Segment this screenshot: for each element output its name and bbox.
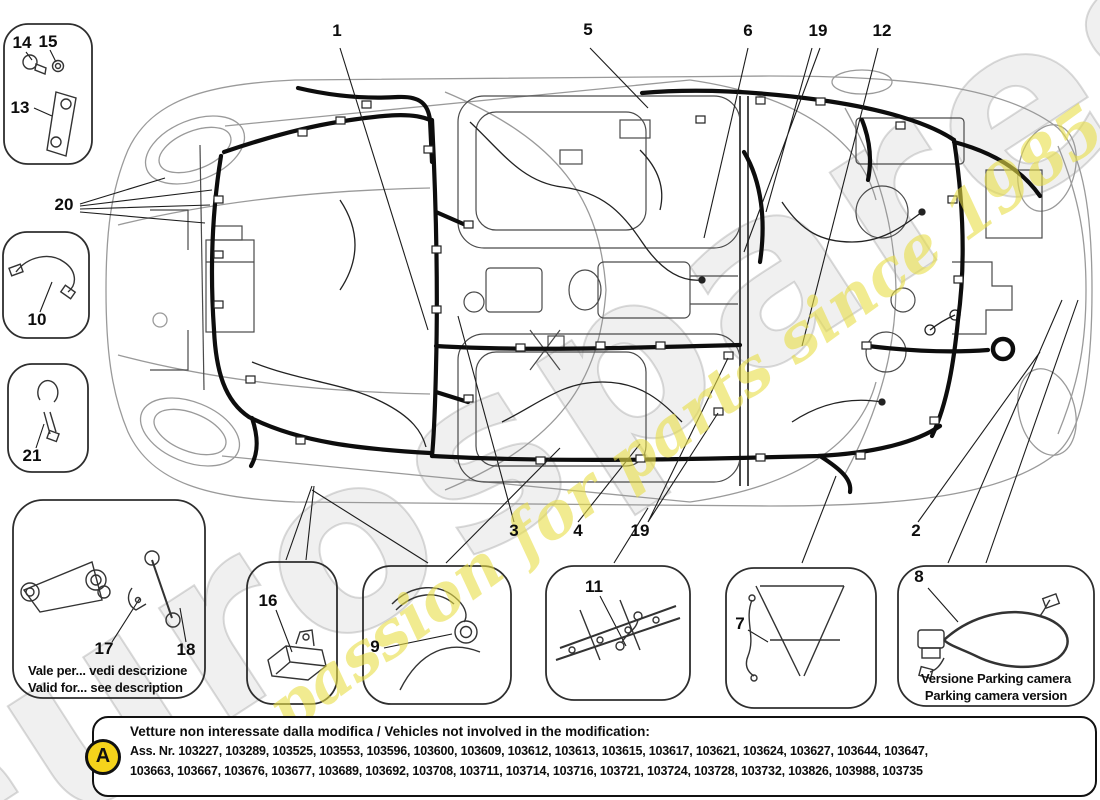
harness-connectors <box>213 96 964 465</box>
inset-frame-8 <box>897 565 1095 707</box>
modification-note-line2: 103663, 103667, 103676, 103677, 103689, … <box>130 764 923 778</box>
inset-frame-11 <box>545 565 691 701</box>
callout-3: 3 <box>509 521 519 540</box>
callout-4: 4 <box>573 521 583 540</box>
callout-19-top: 19 <box>808 21 828 40</box>
car-outline <box>105 69 1093 507</box>
callout-8: 8 <box>914 567 924 586</box>
wiring-harness <box>209 85 1043 495</box>
modification-note-text: Vetture non interessate dalla modifica /… <box>130 718 1095 781</box>
callout-13: 13 <box>10 98 30 117</box>
callout-21: 21 <box>22 446 42 465</box>
inset-frame-21 <box>7 363 89 473</box>
callout-1: 1 <box>332 21 342 40</box>
inset-frame-9 <box>362 565 512 705</box>
callout-15: 15 <box>38 32 58 51</box>
callout-20: 20 <box>54 195 74 214</box>
modification-badge: A <box>85 738 121 775</box>
callout-18: 18 <box>176 640 196 659</box>
modification-note-title: Vetture non interessate dalla modifica /… <box>130 724 650 739</box>
inset-frame-10 <box>2 231 90 339</box>
inset-frame-16 <box>246 561 338 705</box>
car-structure <box>150 95 1043 486</box>
callout-6: 6 <box>743 21 753 40</box>
inset-frame-13-14-15 <box>3 23 93 165</box>
inset-frame-17-18 <box>12 499 206 699</box>
callout-9: 9 <box>370 637 380 656</box>
callout-5: 5 <box>583 20 593 39</box>
leader-lines <box>25 47 1079 653</box>
callout-16: 16 <box>258 591 278 610</box>
callout-12: 12 <box>872 21 892 40</box>
callout-11: 11 <box>585 577 603 596</box>
parking-camera-line2: Parking camera version <box>924 688 1068 703</box>
modification-note-line1: Ass. Nr. 103227, 103289, 103525, 103553,… <box>130 744 928 758</box>
callout-19-bottom: 19 <box>630 521 650 540</box>
valid-for-line2: Valid for... see description <box>28 680 183 695</box>
callout-14: 14 <box>12 33 32 52</box>
callout-7: 7 <box>735 614 745 633</box>
inset-frame-7 <box>725 567 877 709</box>
inset-sketches <box>8 54 1069 691</box>
inset-frames <box>2 23 1095 709</box>
parking-camera-caption: Versione Parking camera Parking camera v… <box>902 670 1090 704</box>
valid-for-line1: Vale per... vedi descrizione <box>28 663 188 678</box>
callout-10: 10 <box>27 310 47 329</box>
callout-17: 17 <box>94 639 114 658</box>
ground-point-ring <box>990 336 1016 362</box>
modification-note-box: A Vetture non interessate dalla modifica… <box>85 716 1097 797</box>
valid-for-caption: Vale per... vedi descrizione Valid for..… <box>28 662 187 696</box>
callout-2: 2 <box>911 521 921 540</box>
parking-camera-line1: Versione Parking camera <box>920 671 1072 686</box>
